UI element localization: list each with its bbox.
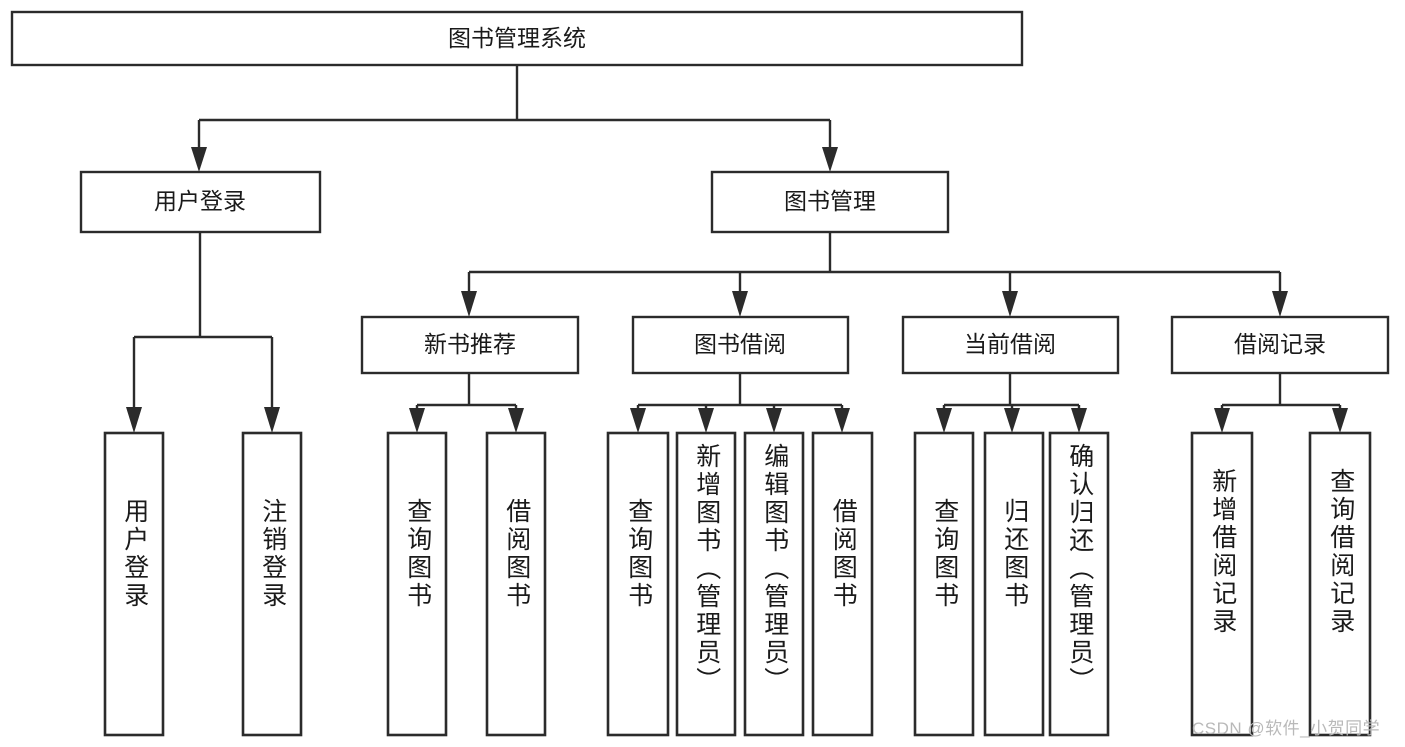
arrow-head-leaf-borrow-book-rec	[508, 408, 524, 433]
leaf-box-logout[interactable]	[241, 431, 303, 737]
arrow-head-borrow-record	[1272, 291, 1288, 317]
leaf-box-query-book-cb[interactable]	[913, 431, 975, 737]
connector-group-user-login	[126, 232, 280, 433]
arrow-head-leaf-query-record	[1332, 408, 1348, 433]
node-borrow-record-label: 借阅记录	[1234, 331, 1326, 357]
node-new-book-rec-label: 新书推荐	[424, 331, 516, 357]
arrow-head-leaf-borrow-book-bb	[834, 408, 850, 433]
arrow-head-leaf-edit-book	[766, 408, 782, 433]
arrow-head-leaf-query-book-cb	[936, 408, 952, 433]
leaf-box-add-record[interactable]	[1190, 431, 1254, 737]
leaf-box-add-book[interactable]	[675, 431, 737, 737]
connector-group-root	[191, 65, 838, 172]
arrow-head-leaf-add-record	[1214, 408, 1230, 433]
leaf-box-borrow-book-rec[interactable]	[485, 431, 547, 737]
leaf-box-user-login[interactable]	[103, 431, 165, 737]
node-user-login-label: 用户登录	[154, 188, 246, 214]
leaf-box-query-record[interactable]	[1308, 431, 1372, 737]
arrow-head-leaf-query-book-rec	[409, 408, 425, 433]
node-book-manage-label: 图书管理	[784, 188, 876, 214]
leaf-box-return-book[interactable]	[983, 431, 1045, 737]
arrow-head-user-login	[191, 147, 207, 172]
connector-group-book-manage	[461, 232, 1288, 317]
leaf-box-confirm-return[interactable]	[1048, 431, 1110, 737]
csdn-watermark: CSDN @软件_小贺同学	[1192, 719, 1381, 738]
node-root-box[interactable]	[10, 10, 1024, 67]
node-root[interactable]: 图书管理系统	[10, 10, 1024, 67]
leaf-box-borrow-book-bb[interactable]	[811, 431, 874, 737]
arrow-head-leaf-user-login	[126, 407, 142, 433]
arrow-head-leaf-add-book	[698, 408, 714, 433]
arrow-head-leaf-query-book-bb	[630, 408, 646, 433]
arrow-head-leaf-return-book	[1004, 408, 1020, 433]
node-borrow-record[interactable]: 借阅记录	[1170, 315, 1390, 375]
connector-group-book-borrow	[630, 373, 850, 433]
node-book-borrow-label: 图书借阅	[694, 331, 786, 357]
connector-group-borrow-record	[1214, 373, 1348, 433]
leaf-box-query-book-bb[interactable]	[606, 431, 670, 737]
node-user-login[interactable]: 用户登录	[79, 170, 322, 234]
leaf-box-edit-book[interactable]	[743, 431, 805, 737]
node-new-book-rec-box[interactable]	[360, 315, 580, 375]
node-current-borrow[interactable]: 当前借阅	[901, 315, 1120, 375]
node-book-borrow[interactable]: 图书借阅	[631, 315, 850, 375]
arrow-head-current-borrow	[1002, 291, 1018, 317]
connector-group-new-book-rec	[409, 373, 524, 433]
arrow-head-book-borrow	[732, 291, 748, 317]
arrow-head-book-manage	[822, 147, 838, 172]
arrow-head-new-book-rec	[461, 291, 477, 317]
leaf-box-query-book-rec[interactable]	[386, 431, 448, 737]
node-new-book-rec[interactable]: 新书推荐	[360, 315, 580, 375]
node-book-manage-box[interactable]	[710, 170, 950, 234]
node-user-login-box[interactable]	[79, 170, 322, 234]
node-root-label: 图书管理系统	[448, 25, 586, 51]
node-book-manage[interactable]: 图书管理	[710, 170, 950, 234]
node-current-borrow-box[interactable]	[901, 315, 1120, 375]
node-current-borrow-label: 当前借阅	[964, 331, 1056, 357]
node-borrow-record-box[interactable]	[1170, 315, 1390, 375]
arrow-head-leaf-confirm-return	[1071, 408, 1087, 433]
connector-group-current-borrow	[936, 373, 1087, 433]
node-book-borrow-box[interactable]	[631, 315, 850, 375]
arrow-head-leaf-logout	[264, 407, 280, 433]
